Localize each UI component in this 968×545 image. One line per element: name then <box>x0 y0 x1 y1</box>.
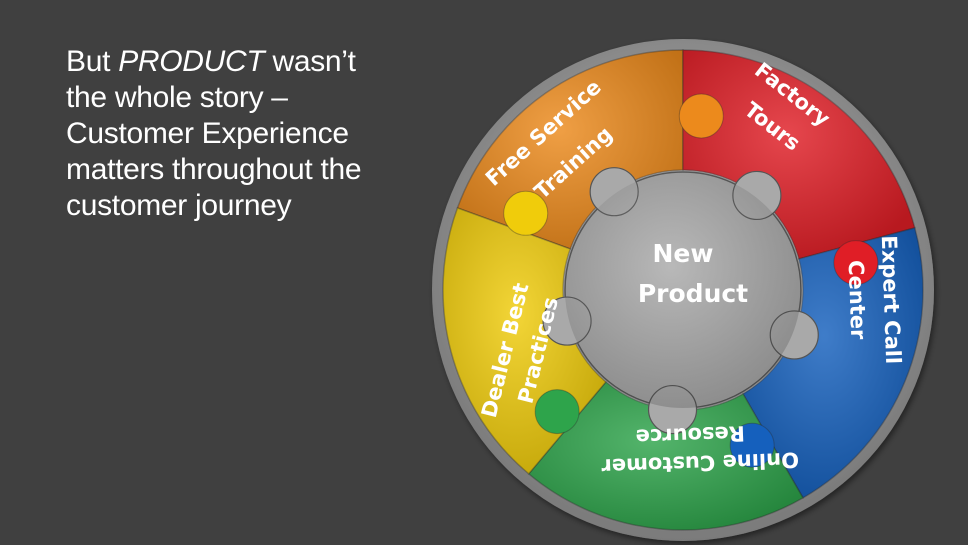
center-label-line1: New <box>653 239 714 268</box>
puzzle-tab-3 <box>729 422 775 468</box>
headline-line1-rest: wasn’t <box>272 45 356 78</box>
headline-prefix: But <box>66 45 111 78</box>
headline-line-5: customer journey <box>66 189 292 222</box>
puzzle-tab-2 <box>833 240 879 286</box>
piece-online-customer-resource-label-line2: Resource <box>635 421 745 449</box>
piece-factory-tours-shading <box>683 50 915 259</box>
puzzle-tab-4 <box>534 389 580 435</box>
center-hub-shading <box>565 172 801 408</box>
piece-expert-call-center-label-line1: Expert Call <box>877 235 905 365</box>
piece-online-customer-resource-shading <box>528 381 803 530</box>
slide-headline: But PRODUCT wasn’t the whole story – Cus… <box>66 44 426 224</box>
headline-line-1: But PRODUCT wasn’t <box>66 44 426 80</box>
headline-emphasis: PRODUCT <box>118 45 265 78</box>
puzzle-tab-5 <box>503 190 549 236</box>
center-label-line2: Product <box>638 279 748 308</box>
headline-line-2: the whole story – <box>66 81 288 114</box>
headline-line-4: matters throughout the <box>66 153 362 186</box>
puzzle-pieces <box>442 49 924 531</box>
piece-expert-call-center-label-line2: Center <box>844 260 871 341</box>
headline-line-3: Customer Experience <box>66 117 349 150</box>
piece-expert-call-center-shading <box>743 227 924 498</box>
puzzle-tab-1 <box>678 93 724 139</box>
